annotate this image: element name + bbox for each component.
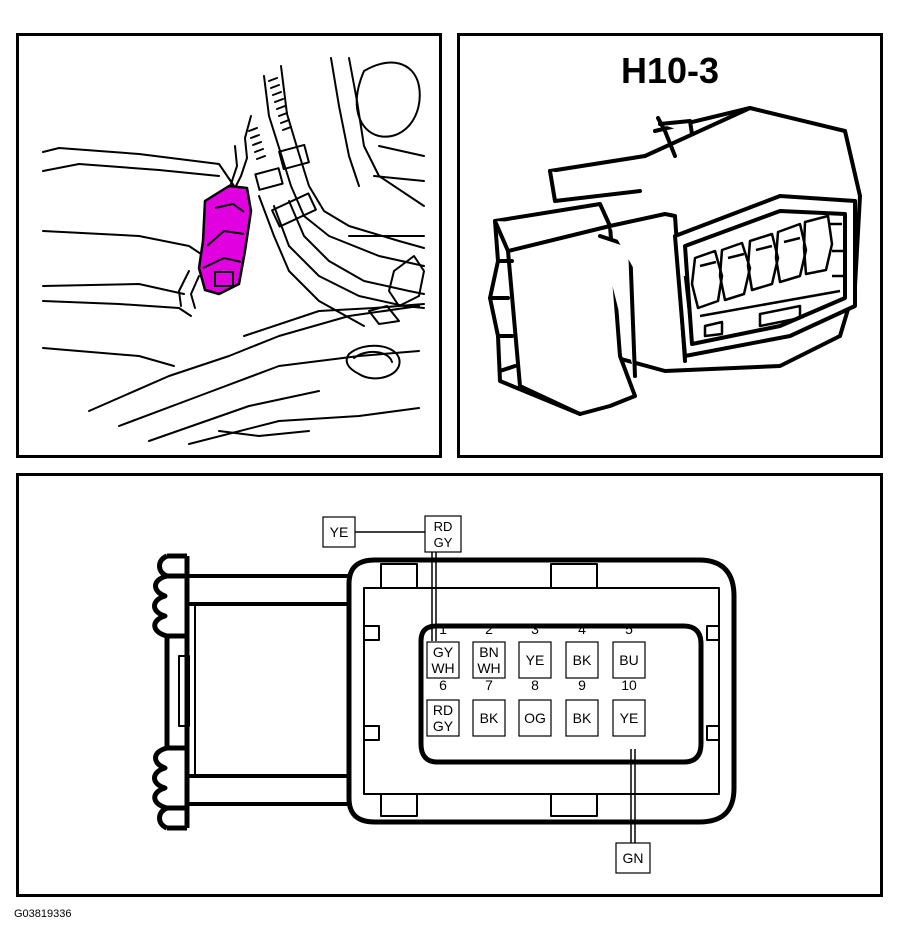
leader-lines — [353, 531, 636, 846]
pin-cavity — [565, 641, 599, 679]
wire-tag-ye: YE — [322, 516, 356, 548]
pin-cavity — [612, 641, 646, 679]
figure-id: G03819336 — [14, 908, 72, 920]
pin-cavity — [472, 699, 506, 737]
pin-wire-color: BK — [573, 710, 592, 726]
pin-wire-color: YE — [620, 710, 639, 726]
pin-number: 8 — [531, 677, 539, 693]
pin-number: 1 — [439, 621, 447, 637]
pin-number: 9 — [578, 677, 586, 693]
pin-wire-color: BN — [479, 644, 498, 660]
pin-wire-color: YE — [526, 652, 545, 668]
connector-outline — [152, 553, 737, 831]
pin-cavity — [612, 699, 646, 737]
pin-number: 7 — [485, 677, 493, 693]
wire-tag-gn: GN — [615, 842, 651, 874]
pin-wire-color: WH — [431, 660, 454, 676]
pin-wire-color: BK — [573, 652, 592, 668]
pin-number: 6 — [439, 677, 447, 693]
pin-wire-color: BK — [480, 710, 499, 726]
pin-3: 3YE — [518, 621, 552, 679]
pin-number: 10 — [621, 677, 637, 693]
pin-9: 9BK — [565, 677, 599, 737]
wire-tag-rd-gy-line2: GY — [434, 535, 453, 550]
wire-tag-ye-label: YE — [330, 524, 349, 540]
pin-number: 3 — [531, 621, 539, 637]
pin-8: 8OG — [518, 677, 552, 737]
pin-number: 5 — [625, 621, 633, 637]
pin-wire-color: BU — [619, 652, 638, 668]
connector-title: H10-3 — [620, 50, 720, 91]
pin-wire-color: WH — [477, 660, 500, 676]
wire-tag-rd-gy-line1: RD — [434, 519, 453, 534]
pin-cavity — [518, 699, 552, 737]
pin-cavity — [426, 641, 460, 679]
pin-wire-color: RD — [433, 702, 453, 718]
pin-wire-color: OG — [524, 710, 546, 726]
pin-4: 4BK — [565, 621, 599, 679]
pin-cavity — [565, 699, 599, 737]
pin-wire-color: GY — [433, 718, 454, 734]
wire-tag-rd-gy: RD GY — [424, 515, 462, 553]
pin-number: 4 — [578, 621, 586, 637]
highlighted-connector — [197, 184, 253, 296]
pin-7: 7BK — [472, 677, 506, 737]
location-view-panel — [16, 33, 442, 458]
connector-view-panel: H10-3 — [457, 33, 883, 458]
wire-tag-gn-label: GN — [623, 850, 644, 866]
pin-5: 5BU — [612, 621, 646, 679]
vehicle-location-drawing — [42, 57, 425, 445]
pin-cavity — [518, 641, 552, 679]
connector-3d-drawing — [488, 106, 862, 416]
pin-wire-color: GY — [433, 644, 454, 660]
pin-number: 2 — [485, 621, 493, 637]
pin-cavity — [426, 699, 460, 737]
pin-cavity — [472, 641, 506, 679]
